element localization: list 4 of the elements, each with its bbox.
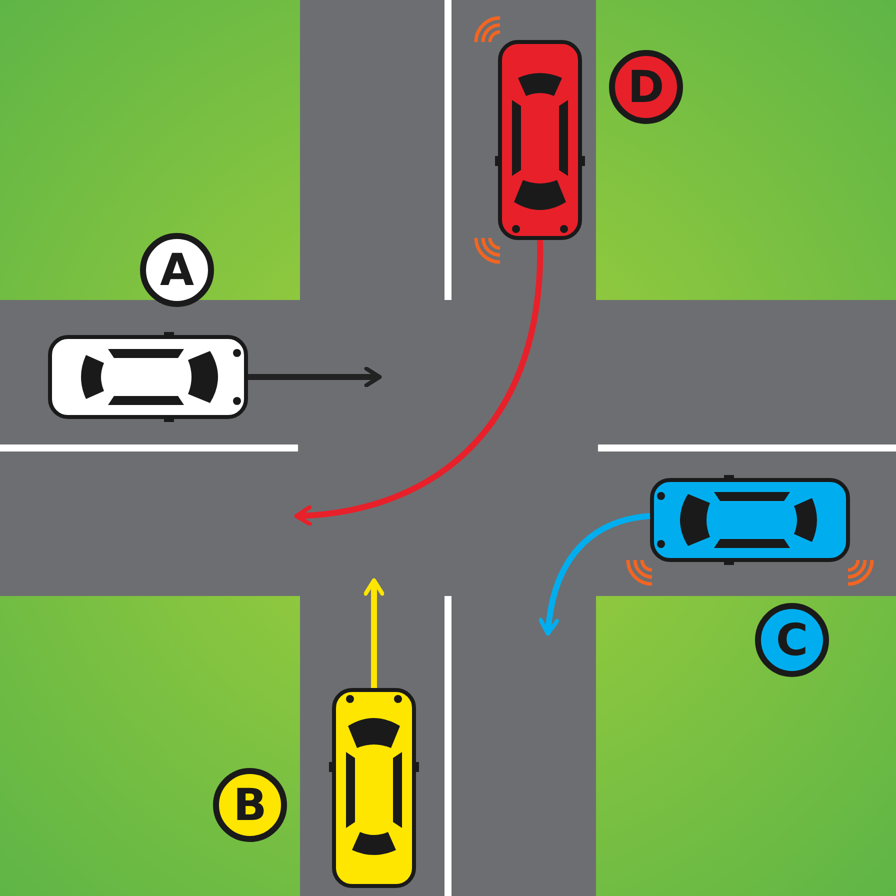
arrow [248,366,382,388]
arrow [294,240,543,526]
arrow [364,578,384,688]
arrow [538,513,650,636]
